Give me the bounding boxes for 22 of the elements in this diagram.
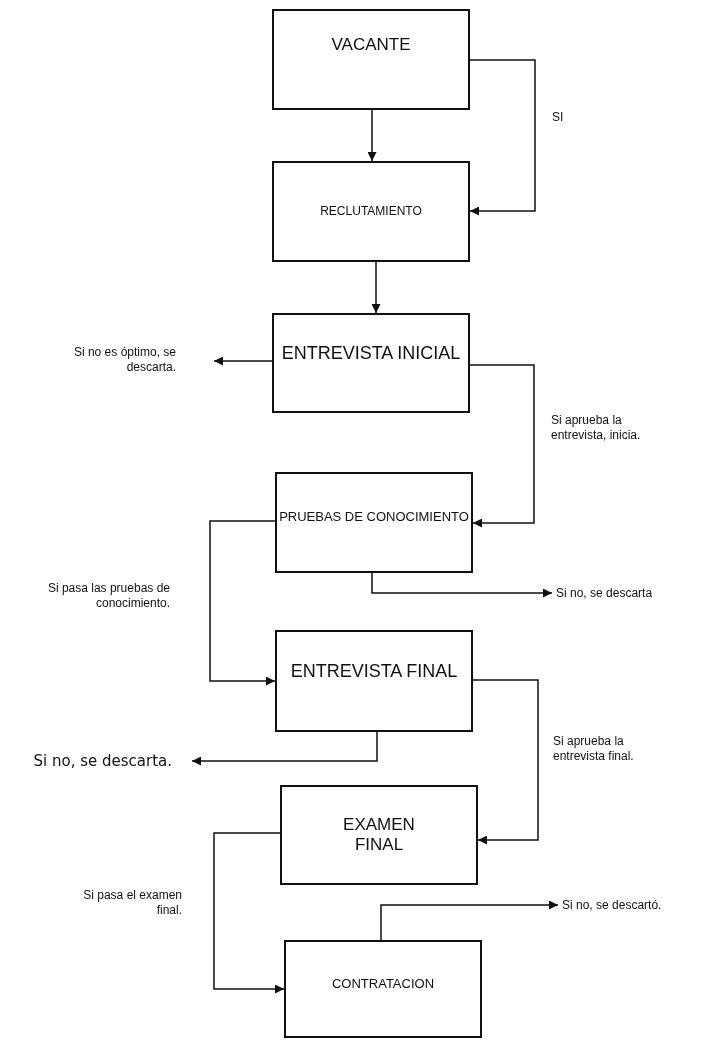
arrow <box>371 261 381 314</box>
process-box: CONTRATACION <box>284 940 482 1038</box>
arrow <box>371 572 553 598</box>
arrow <box>191 731 378 766</box>
arrow <box>209 520 276 686</box>
process-box: ENTREVISTA FINAL <box>275 630 473 732</box>
arrow <box>213 356 273 366</box>
arrow <box>472 679 539 845</box>
arrow <box>213 832 285 994</box>
outcome-text: Si no, se descartó. <box>558 896 718 914</box>
arrow <box>469 364 535 528</box>
process-box: RECLUTAMIENTO <box>272 161 470 262</box>
arrow <box>469 59 536 216</box>
process-box: EXAMEN FINAL <box>280 785 478 885</box>
arrow <box>380 900 559 941</box>
arrow <box>367 109 377 162</box>
outcome-text: Si no, se descarta <box>552 584 718 602</box>
process-box: PRUEBAS DE CONOCIMIENTO <box>275 472 473 573</box>
outcome-text: Si no es óptimo, se descarta. <box>36 342 214 378</box>
process-box: VACANTE <box>272 9 470 110</box>
outcome-text: Si no, se descarta. <box>8 750 192 772</box>
process-box: ENTREVISTA INICIAL <box>272 313 470 413</box>
